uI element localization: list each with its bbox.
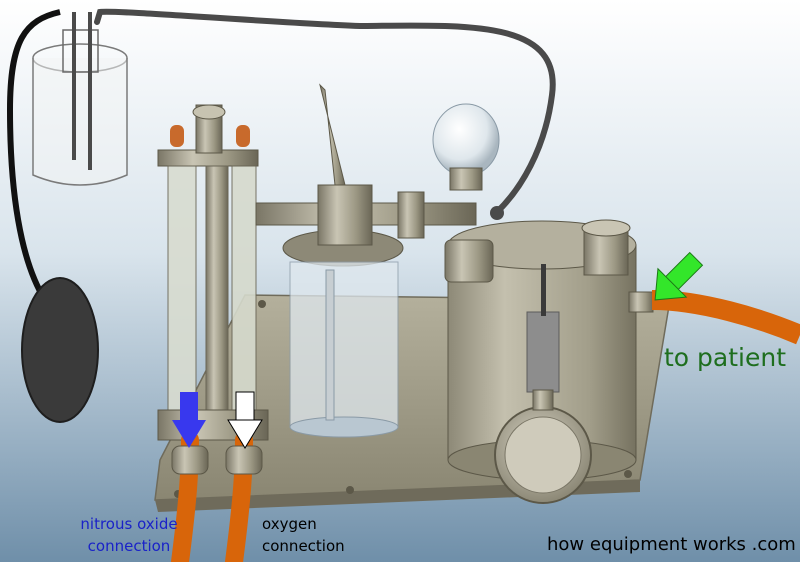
reservoir-bag (21, 277, 99, 423)
glass-container (32, 12, 128, 186)
gas-manifold (255, 184, 477, 246)
bag-hose (6, 9, 61, 302)
nitrous-oxide-label-line2: connection (87, 537, 171, 555)
nitrous-oxide-label-line1: nitrous oxide (80, 515, 178, 533)
gas-line (94, 8, 556, 215)
nitrous-oxide-label: nitrous oxide connection (80, 513, 178, 557)
oxygen-label: oxygen connection (262, 513, 345, 557)
glass-vaporizer-jar (282, 83, 404, 438)
gas-line-port (490, 206, 504, 220)
patient-arrow-icon (654, 251, 704, 301)
orange-tubing (171, 290, 800, 562)
nitrous-arrow-icon (172, 392, 206, 448)
pressure-gauge (494, 264, 592, 504)
oxygen-arrow-icon (227, 391, 263, 449)
site-credit: how equipment works .com (547, 534, 796, 555)
reservoir-bulb (432, 103, 500, 191)
oxygen-label-line2: connection (262, 537, 345, 555)
to-patient-label: to patient (664, 343, 787, 372)
flowmeter-rotameters (157, 104, 269, 441)
oxygen-label-line1: oxygen (262, 515, 317, 533)
